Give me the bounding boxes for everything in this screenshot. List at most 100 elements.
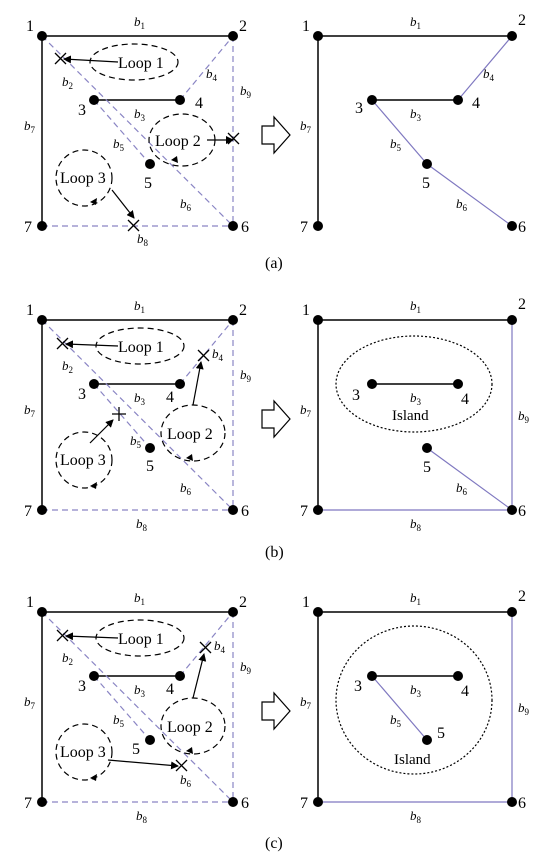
hollow-right-arrow-icon <box>261 691 291 731</box>
island-boundary <box>335 625 493 775</box>
node-6 <box>228 797 238 807</box>
branch-b6-label: b6 <box>456 480 468 497</box>
node-7 <box>37 221 47 231</box>
node-3 <box>89 379 99 389</box>
open-switch-b5-icon <box>112 407 126 421</box>
loop-3-direction-icon <box>90 774 97 781</box>
branch-b3-label: b3 <box>410 106 422 123</box>
branch-b7-label: b7 <box>24 402 36 419</box>
branch-b1-label: b1 <box>134 298 145 315</box>
node-6-label: 6 <box>518 503 526 520</box>
branch-b2-label: b2 <box>62 650 73 667</box>
node-2 <box>228 607 238 617</box>
node-2 <box>228 31 238 41</box>
loop-2-direction-icon <box>171 156 178 163</box>
branch-b4-label: b4 <box>212 346 224 363</box>
node-2-label: 2 <box>518 588 526 605</box>
loop-1-label: Loop 1 <box>118 631 164 648</box>
node-2-label: 2 <box>518 296 526 313</box>
node-3 <box>367 379 377 389</box>
node-1 <box>37 315 47 325</box>
node-6-label: 6 <box>241 503 249 520</box>
node-3-label: 3 <box>78 102 86 119</box>
node-7-label: 7 <box>24 795 32 812</box>
branch-b9-label: b9 <box>240 367 252 384</box>
node-1 <box>37 31 47 41</box>
node-6-label: 6 <box>518 795 526 812</box>
edge-b5-dashed <box>93 675 151 741</box>
branch-b4-label: b4 <box>214 638 226 655</box>
loop-3-ellipse <box>55 431 113 489</box>
loop-1-label: Loop 1 <box>118 339 164 356</box>
open-switch-b2-icon <box>54 52 67 65</box>
node-2-label: 2 <box>239 18 247 35</box>
branch-b8-label: b8 <box>410 808 422 825</box>
branch-b3-label: b3 <box>134 682 146 699</box>
node-5-label: 5 <box>144 175 152 192</box>
panel-label-c: (c) <box>265 835 283 852</box>
branch-b5-label: b5 <box>130 433 142 450</box>
edge-b2-b6-dashed <box>41 35 234 227</box>
loop-2-pointer-arrow <box>192 361 204 406</box>
node-1-label: 1 <box>302 594 310 611</box>
node-3-label: 3 <box>78 386 86 403</box>
branch-b7-label: b7 <box>24 694 36 711</box>
loop-3-label: Loop 3 <box>60 452 106 469</box>
node-6 <box>507 797 517 807</box>
branch-b2-label: b2 <box>62 74 73 91</box>
node-3 <box>89 671 99 681</box>
branch-b9-label: b9 <box>240 83 252 100</box>
branch-b3-label: b3 <box>410 390 422 407</box>
node-1 <box>313 31 323 41</box>
branch-b8-label: b8 <box>137 231 149 248</box>
loop-3-pointer-arrow <box>111 189 135 219</box>
node-7 <box>313 221 323 231</box>
panel-c: Loop 1 Loop 2 Loop 3 1 2 3 4 5 <box>24 588 530 852</box>
node-4 <box>175 379 185 389</box>
branch-b5-label: b5 <box>113 712 125 729</box>
loop-1-pointer-arrow <box>65 632 119 641</box>
open-switch-b2-icon <box>56 629 69 642</box>
branch-b8-label: b8 <box>136 808 148 825</box>
branch-b7-label: b7 <box>300 118 312 135</box>
edge-b6 <box>426 447 513 511</box>
node-5-label: 5 <box>422 175 430 192</box>
loop-3-label: Loop 3 <box>60 170 106 187</box>
node-1 <box>37 607 47 617</box>
node-4-label: 4 <box>461 683 469 700</box>
node-4 <box>175 671 185 681</box>
branch-b6-label: b6 <box>180 772 192 789</box>
node-7-label: 7 <box>24 219 32 236</box>
loop-3-direction-icon <box>90 198 97 205</box>
edge-b5-dashed <box>93 383 151 449</box>
hollow-right-arrow-icon <box>261 399 291 439</box>
node-3 <box>89 95 99 105</box>
loop-3-ellipse <box>55 149 113 207</box>
loop-2-direction-icon <box>186 454 193 461</box>
loop-3-pointer-arrow <box>89 419 114 444</box>
loop-3-direction-icon <box>90 482 97 489</box>
panel-label-b: (b) <box>265 544 284 561</box>
node-6 <box>507 221 517 231</box>
loop-2-pointer-arrow <box>192 653 207 699</box>
branch-b6-label: b6 <box>180 480 192 497</box>
loop-1-ellipse <box>95 327 185 365</box>
edge-b2-b6-dashed <box>41 611 234 803</box>
node-2 <box>507 31 517 41</box>
loop-3-ellipse <box>55 723 113 781</box>
loop-2-label: Loop 2 <box>167 426 213 443</box>
branch-b7-label: b7 <box>300 402 312 419</box>
node-5-label: 5 <box>437 725 445 742</box>
edge-b5 <box>371 675 428 741</box>
branch-b7-label: b7 <box>300 694 312 711</box>
branch-b3-label: b3 <box>410 682 422 699</box>
node-7-label: 7 <box>300 219 308 236</box>
branch-b5-label: b5 <box>390 712 402 729</box>
branch-b1-label: b1 <box>410 590 421 607</box>
panel-label-a: (a) <box>265 255 283 272</box>
branch-b3-label: b3 <box>134 390 146 407</box>
node-3-label: 3 <box>352 387 360 404</box>
node-3-label: 3 <box>354 678 362 695</box>
branch-b5-label: b5 <box>390 136 402 153</box>
